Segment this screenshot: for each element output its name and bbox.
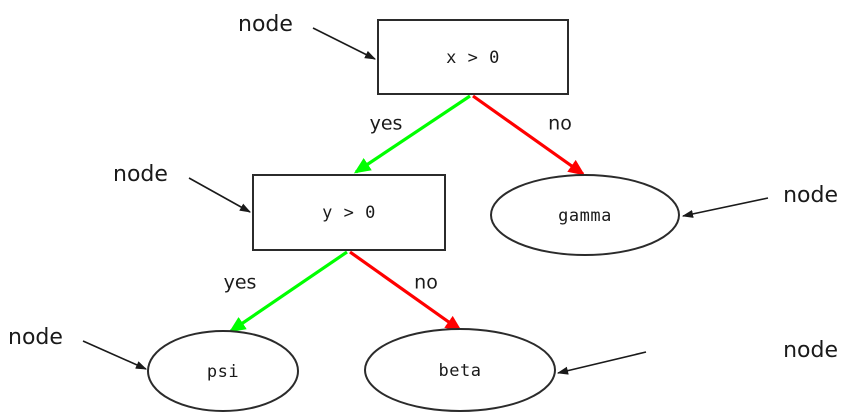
leaf-node-psi-label: psi [207,362,239,382]
leaf-node-gamma-label: gamma [558,206,612,226]
edge-label-second-no: no [414,272,438,294]
annotation-group: node node node node node [8,12,838,375]
decision-node-root-label: x > 0 [446,48,500,68]
annotation-second-label: node [113,162,168,187]
annotation-second: node [113,162,251,213]
annotation-second-leader [188,177,251,213]
leaf-node-psi[interactable]: psi [147,330,299,412]
decision-node-second-box[interactable] [252,174,446,251]
annotation-root: node [238,12,377,60]
annotation-beta-label: node [783,338,838,363]
decision-node-second[interactable]: y > 0 [252,174,446,251]
leaf-node-psi-shape[interactable] [147,330,299,412]
annotation-psi-label: node [8,325,63,350]
decision-node-second-label: y > 0 [322,203,376,223]
annotation-root-leader [312,27,377,60]
annotation-psi-leader [82,340,148,370]
edge-root-no[interactable] [472,94,586,176]
decision-node-root-box[interactable] [377,19,569,95]
annotation-root-label: node [238,12,293,37]
leaf-node-gamma[interactable]: gamma [490,174,680,256]
annotation-gamma: node [681,183,838,218]
annotation-psi: node [8,325,148,370]
annotation-beta-leader [556,351,647,375]
edge-label-root-yes: yes [370,113,403,135]
edge-label-root-no: no [548,113,572,135]
decision-node-root[interactable]: x > 0 [377,19,569,95]
edge-group [228,94,586,333]
annotation-beta: node [556,338,838,375]
leaf-node-beta[interactable]: beta [364,328,556,412]
edge-root-yes[interactable] [353,94,471,174]
edge-second-no[interactable] [349,250,463,332]
leaf-node-beta-shape[interactable] [364,328,556,412]
edge-label-second-yes: yes [224,272,257,294]
annotation-gamma-label: node [783,183,838,208]
edge-second-yes[interactable] [228,250,348,333]
leaf-node-gamma-shape[interactable] [490,174,680,256]
annotation-gamma-leader [681,197,769,218]
leaf-node-beta-label: beta [439,361,482,381]
edge-label-group: yes no yes no [224,113,572,294]
